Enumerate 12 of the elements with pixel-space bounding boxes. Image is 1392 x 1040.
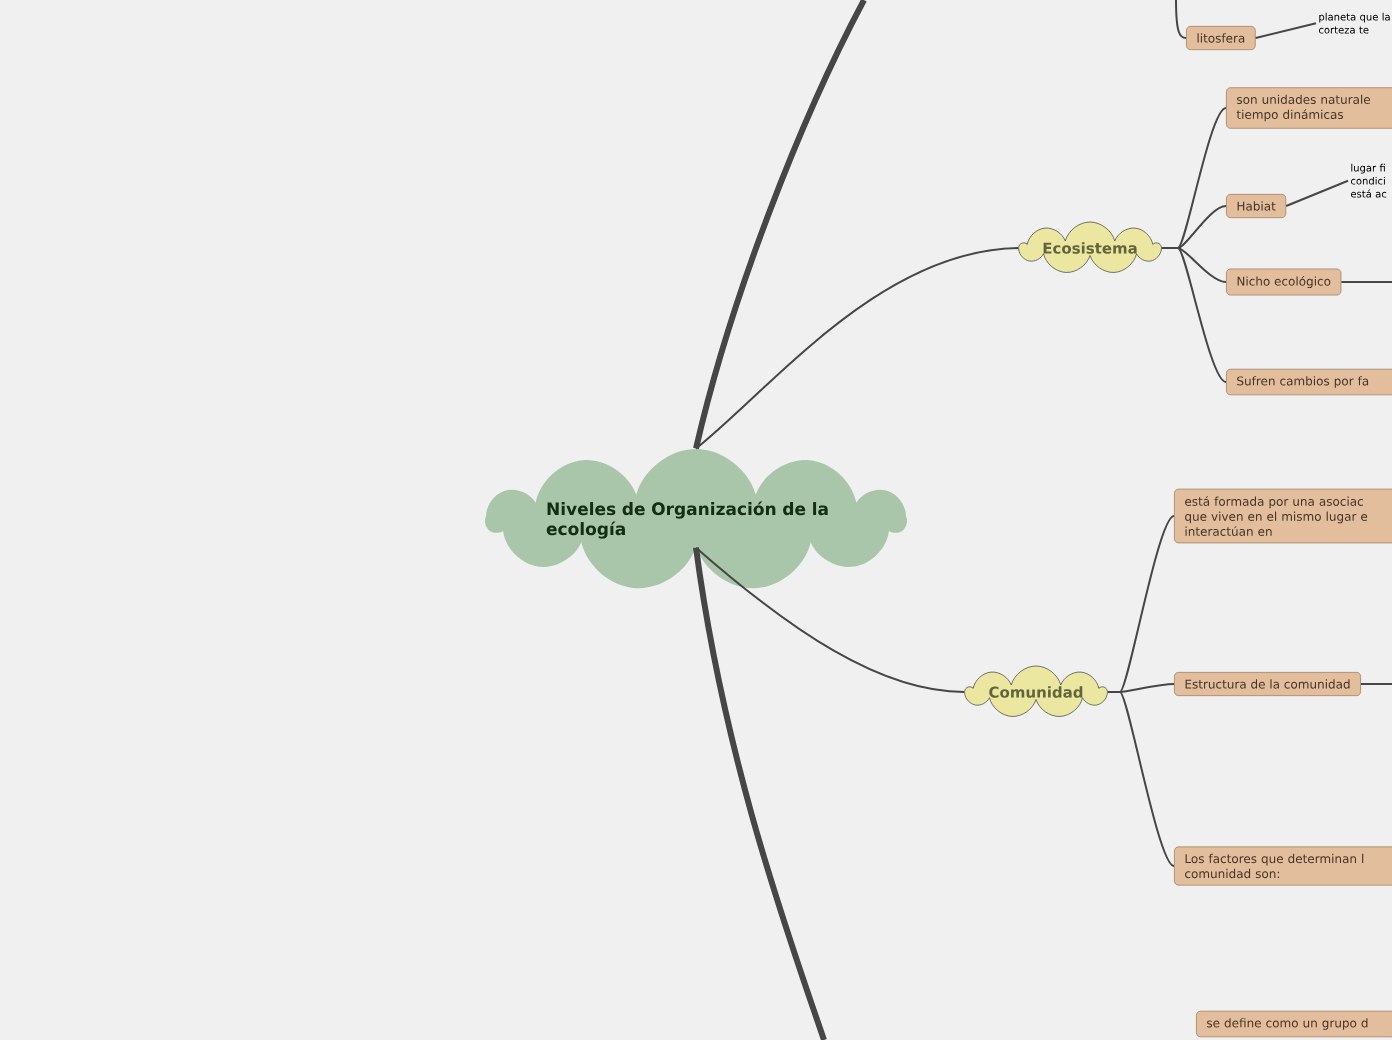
connector-line <box>693 547 827 1040</box>
connector-line <box>695 546 966 693</box>
connector-line <box>1106 691 1175 867</box>
connector-line <box>695 247 1020 450</box>
connector-line <box>1254 22 1317 39</box>
central-cloud: Niveles de Organización de la ecología <box>485 448 907 589</box>
connector-line <box>1360 683 1392 685</box>
connector-line <box>1175 0 1187 39</box>
connector-line <box>1160 247 1227 383</box>
connector-line <box>693 0 867 450</box>
connector-line <box>1340 281 1392 283</box>
connector-line <box>1285 179 1349 207</box>
